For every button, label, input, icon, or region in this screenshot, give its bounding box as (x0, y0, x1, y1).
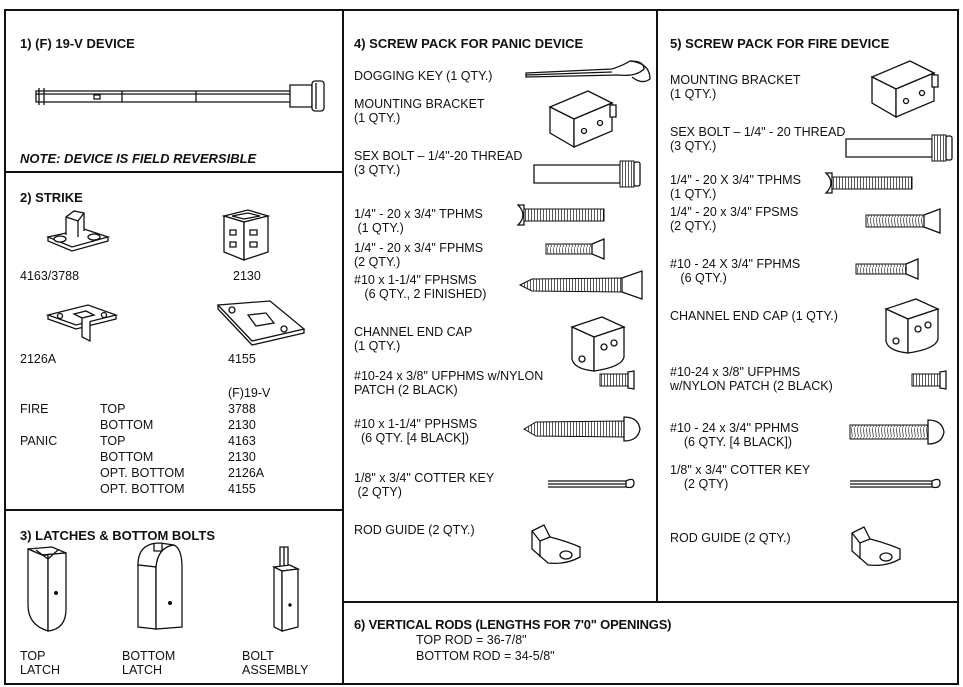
fire-channel-end-cap-label: CHANNEL END CAP (1 QTY.) (670, 309, 838, 323)
fire-fpsms-label: 1/4" - 20 x 3/4" FPSMS (2 QTY.) (670, 205, 799, 233)
dogging-key-illustration (524, 59, 654, 87)
fire-mounting-bracket-illustration (868, 55, 944, 121)
fire-mounting-bracket-label: MOUNTING BRACKET (1 QTY.) (670, 73, 801, 101)
bolt-assembly-illustration (268, 545, 304, 633)
bottom-latch-label: BOTTOM LATCH (122, 649, 176, 677)
bolt-assembly-label: BOLT ASSEMBLY (242, 649, 309, 677)
fire-fphms-label: #10 - 24 X 3/4" FPHMS (6 QTY.) (670, 257, 801, 285)
fire-rod-guide-illustration (846, 525, 904, 569)
divider-col2 (656, 11, 658, 601)
divider-s1 (6, 171, 342, 173)
panic-rod-guide-illustration (526, 523, 584, 567)
section-2-title: 2) STRIKE (20, 190, 83, 205)
bottom-rod-length: BOTTOM ROD = 34-5/8" (416, 649, 555, 663)
strike-part-4163-3788: 4163/3788 (20, 269, 80, 283)
fire-channel-end-cap-illustration (882, 295, 942, 357)
strike-4155-illustration (214, 299, 306, 347)
fire-fphms-illustration (854, 257, 924, 281)
panic-sex-bolt-illustration (532, 159, 644, 189)
panic-channel-end-cap-label: CHANNEL END CAP (1 QTY.) (354, 325, 473, 353)
panic-pphsms-label: #10 x 1-1/4" PPHSMS (6 QTY. [4 BLACK]) (354, 417, 478, 445)
panic-fphsms-label: #10 x 1-1/4" FPHSMS (6 QTY., 2 FINISHED) (354, 273, 487, 301)
section-3-title: 3) LATCHES & BOTTOM BOLTS (20, 528, 215, 543)
panic-ufphms-illustration (598, 369, 638, 391)
bottom-latch-illustration (130, 539, 186, 633)
fire-tphms-illustration (824, 167, 916, 199)
fire-sex-bolt-illustration (844, 133, 956, 163)
fire-pphms-illustration (848, 417, 948, 447)
fire-fpsms-illustration (864, 207, 944, 235)
section-6-title: 6) VERTICAL RODS (LENGTHS FOR 7'0" OPENI… (354, 617, 672, 632)
section-1-title: 1) (F) 19-V DEVICE (20, 36, 135, 51)
strike-2130-illustration (218, 208, 274, 264)
divider-s6 (342, 601, 959, 603)
panic-mounting-bracket-illustration (546, 85, 622, 151)
panic-mounting-bracket-label: MOUNTING BRACKET (1 QTY.) (354, 97, 485, 125)
panic-cotter-key-illustration (546, 473, 638, 495)
panic-sex-bolt-label: SEX BOLT – 1/4"-20 THREAD (3 QTY.) (354, 149, 523, 177)
fire-tphms-label: 1/4" - 20 X 3/4" TPHMS (1 QTY.) (670, 173, 801, 201)
exit-device-illustration (36, 79, 328, 115)
parts-sheet: 1) (F) 19-V DEVICE NOTE: DEVICE IS FIELD… (4, 9, 959, 685)
section-5-title: 5) SCREW PACK FOR FIRE DEVICE (670, 36, 890, 51)
panic-ufphms-label: #10-24 x 3/8" UFPHMS w/NYLON PATCH (2 BL… (354, 369, 544, 397)
divider-s2 (6, 509, 342, 511)
strike-2126a-illustration (46, 303, 118, 343)
panic-rod-guide-label: ROD GUIDE (2 QTY.) (354, 523, 475, 537)
strike-part-4155: 4155 (228, 352, 256, 366)
strike-table-header: (F)19-V (228, 386, 271, 400)
top-rod-length: TOP ROD = 36-7/8" (416, 633, 527, 647)
panic-dogging-key-label: DOGGING KEY (1 QTY.) (354, 69, 493, 83)
top-latch-label: TOP LATCH (20, 649, 61, 677)
section-4-title: 4) SCREW PACK FOR PANIC DEVICE (354, 36, 584, 51)
field-reversible-note: NOTE: DEVICE IS FIELD REVERSIBLE (20, 151, 257, 166)
divider-col1 (342, 11, 344, 683)
strike-part-2126a: 2126A (20, 352, 57, 366)
panic-pphsms-illustration (522, 413, 646, 445)
panic-fphms-label: 1/4" - 20 x 3/4" FPHMS (2 QTY.) (354, 241, 484, 269)
strike-4163-illustration (44, 207, 112, 253)
fire-ufphms-label: #10-24 x 3/8" UFPHMS w/NYLON PATCH (2 BL… (670, 365, 833, 393)
fire-cotter-key-illustration (848, 473, 944, 495)
strike-part-2130: 2130 (233, 269, 261, 283)
fire-cotter-key-label: 1/8" x 3/4" COTTER KEY (2 QTY) (670, 463, 811, 491)
panic-tphms-label: 1/4" - 20 x 3/4" TPHMS (1 QTY.) (354, 207, 483, 235)
fire-pphms-label: #10 - 24 x 3/4" PPHMS (6 QTY. [4 BLACK]) (670, 421, 799, 449)
fire-ufphms-illustration (910, 369, 950, 391)
fire-rod-guide-label: ROD GUIDE (2 QTY.) (670, 531, 791, 545)
panic-cotter-key-label: 1/8" x 3/4" COTTER KEY (2 QTY) (354, 471, 495, 499)
fire-sex-bolt-label: SEX BOLT – 1/4" - 20 THREAD (3 QTY.) (670, 125, 846, 153)
panic-fphsms-illustration (518, 269, 650, 301)
panic-channel-end-cap-illustration (568, 313, 628, 375)
top-latch-illustration (22, 545, 72, 633)
panic-tphms-illustration (516, 199, 608, 231)
panic-fphms-illustration (544, 237, 608, 261)
